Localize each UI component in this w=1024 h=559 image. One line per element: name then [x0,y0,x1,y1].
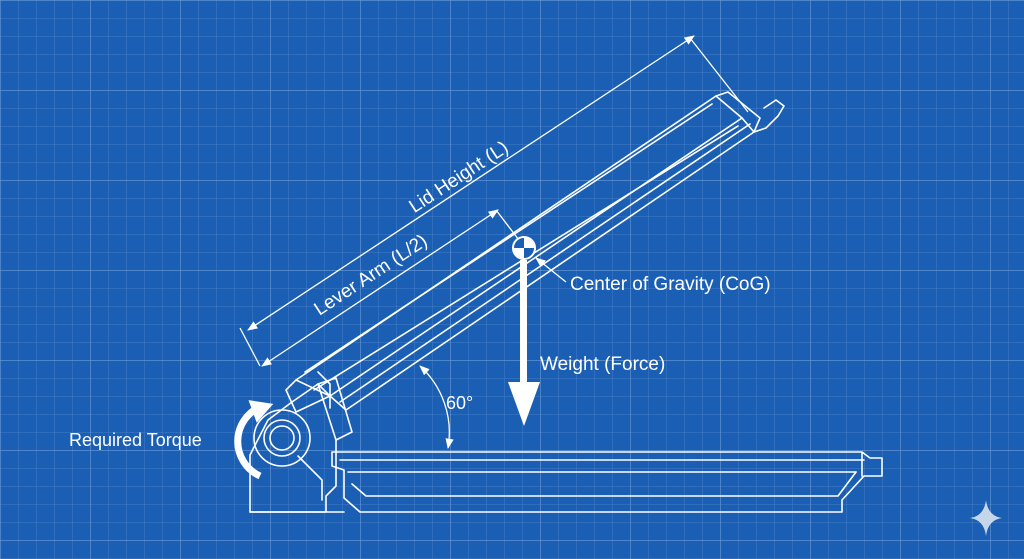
required-torque-label: Required Torque [69,430,202,450]
weight-arrow [508,260,540,426]
hinge-pivot [253,409,311,467]
center-of-gravity-symbol [512,236,536,260]
angle-indicator [419,365,454,450]
torque-arrow [234,400,274,480]
angle-label: 60° [446,393,473,413]
center-of-gravity-label: Center of Gravity (CoG) [570,274,771,295]
cog-leader-line [535,257,567,283]
base-tray [331,451,883,513]
weight-label: Weight (Force) [540,354,665,375]
sparkle-icon [970,500,1002,536]
